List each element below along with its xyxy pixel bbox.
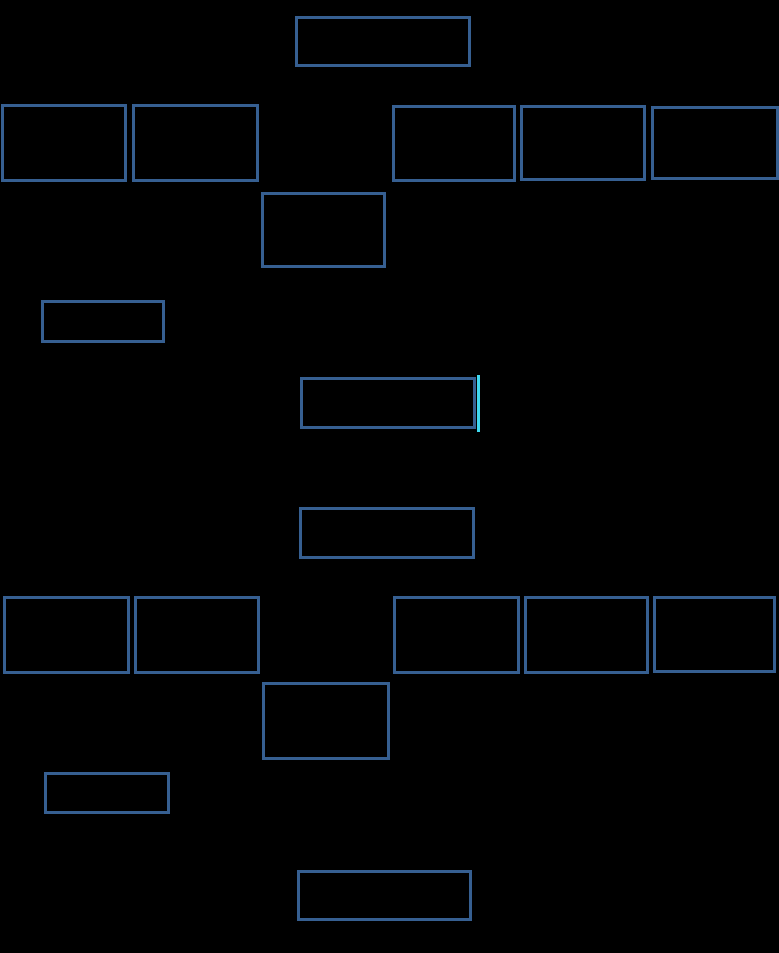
s1-start-node [295,16,471,67]
s1-wide-node [300,377,476,429]
s1-row-right-node-3 [651,106,779,180]
s1-row-left-node-2 [132,104,259,182]
cursor-highlight-line [477,375,480,432]
s2-row-right-node-1 [393,596,520,674]
s1-mid-node [261,192,386,268]
s1-small-left-node [41,300,165,343]
s2-row-left-node-1 [3,596,130,674]
s1-row-right-node-2 [520,105,646,181]
s1-row-left-node-1 [1,104,127,182]
s2-row-left-node-2 [134,596,260,674]
s2-row-right-node-2 [524,596,649,674]
s2-mid-node [262,682,390,760]
s2-end-node [297,870,472,921]
s2-start-node [299,507,475,559]
s2-small-left-node [44,772,170,814]
s2-row-right-node-3 [653,596,776,673]
s1-row-right-node-1 [392,105,516,182]
